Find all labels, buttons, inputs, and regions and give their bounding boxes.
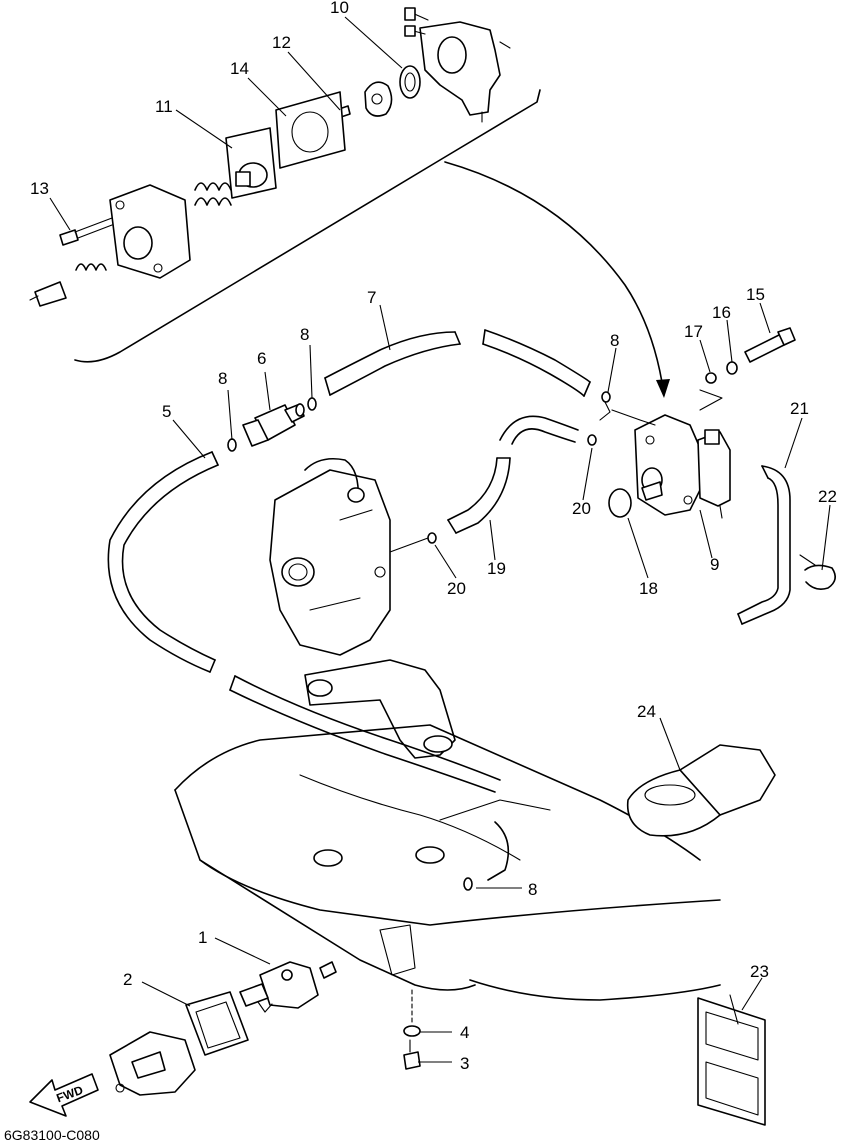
fwd-arrow-icon: FWD [29, 1073, 99, 1117]
callout-8-b: 8 [218, 369, 227, 388]
leader-lines [49, 16, 831, 1063]
callout-8-a: 8 [300, 325, 309, 344]
o-ring-18 [608, 488, 632, 518]
callout-15: 15 [746, 285, 765, 304]
callout-3: 3 [460, 1054, 469, 1073]
hose-19 [447, 415, 579, 534]
hose-21 [737, 465, 791, 625]
callout-5: 5 [162, 402, 171, 421]
callout-8-c: 8 [610, 331, 619, 350]
callout-6: 6 [257, 349, 266, 368]
callout-20-a: 20 [572, 499, 591, 518]
spring-small [75, 263, 107, 271]
fuel-connector-1 [239, 961, 337, 1013]
callout-20-b: 20 [447, 579, 466, 598]
hose-7 [324, 329, 591, 397]
callout-18: 18 [639, 579, 658, 598]
callout-7: 7 [367, 288, 376, 307]
fuel-filter-6 [242, 403, 305, 447]
connector-body [109, 1031, 196, 1096]
carb-bracket [304, 659, 456, 759]
callout-17: 17 [684, 322, 703, 341]
gasket-14 [275, 91, 346, 169]
hose-5 [107, 451, 501, 793]
drawing-code: 6G83100-C080 [4, 1127, 100, 1143]
valve-disc [364, 81, 393, 117]
callout-23: 23 [750, 962, 769, 981]
callout-9: 9 [710, 555, 719, 574]
clip-22 [799, 554, 836, 590]
callout-12: 12 [272, 33, 291, 52]
callout-14: 14 [230, 59, 249, 78]
inset-frame [74, 89, 670, 398]
caution-label-23 [697, 994, 766, 1126]
pump-plate-11 [225, 127, 277, 199]
callout-22: 22 [818, 487, 837, 506]
clips-20 [427, 401, 611, 544]
washers-16-17 [705, 361, 738, 384]
callout-19: 19 [487, 559, 506, 578]
callout-11: 11 [155, 97, 173, 116]
spring-large [194, 182, 232, 206]
callout-1: 1 [198, 928, 207, 947]
bottom-cowling [174, 724, 721, 1001]
diaphragm-10 [399, 65, 421, 99]
callout-numbers: 10 12 14 11 13 7 8 6 8 5 8 17 16 15 21 2… [30, 0, 837, 1073]
fuel-pump-body-inset [404, 7, 511, 123]
callout-2: 2 [123, 970, 132, 989]
washer-4 [403, 1025, 421, 1037]
bolt-15 [744, 327, 796, 363]
fuel-pump-9 [611, 409, 731, 519]
callout-13: 13 [30, 179, 49, 198]
grommet-24 [626, 744, 776, 837]
callout-10: 10 [330, 0, 349, 17]
callout-16: 16 [712, 303, 731, 322]
bolt-leader [699, 389, 723, 411]
bolt-13 [59, 217, 113, 246]
callout-4: 4 [460, 1023, 469, 1042]
bolt-3 [403, 989, 421, 1070]
pump-cover [109, 184, 191, 279]
callout-8-d: 8 [528, 880, 537, 899]
callout-24: 24 [637, 702, 656, 721]
check-valve-small [29, 281, 67, 307]
callout-21: 21 [790, 399, 809, 418]
carburetor [269, 457, 391, 656]
gasket-2 [185, 991, 249, 1056]
